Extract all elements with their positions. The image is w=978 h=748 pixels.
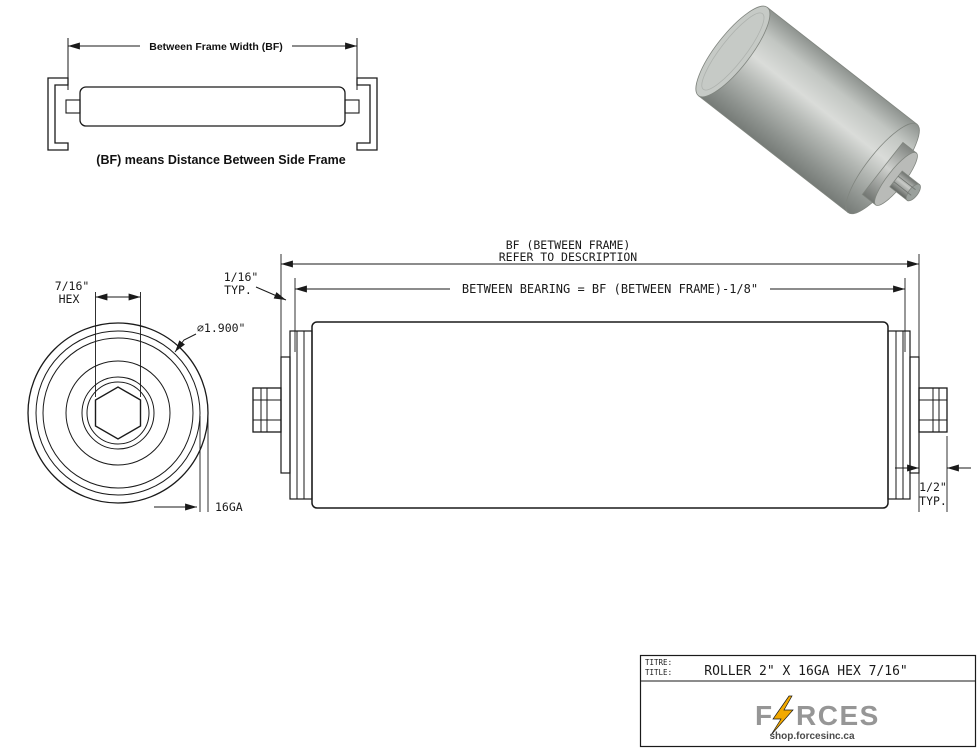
title-block-border: [639, 654, 977, 748]
bf-label-line1: BF (BETWEEN FRAME): [506, 238, 631, 252]
roller-3d-top-face: [695, 5, 771, 98]
tube-id-circle: [35, 330, 201, 496]
right-bearing-hub: [909, 356, 920, 474]
right-side-frame: [356, 77, 378, 151]
tube-od-circle: [27, 322, 209, 504]
left-swage-section: [289, 330, 313, 500]
roller-end-view: 7/16" HEX ⌀1.900" 16GA: [27, 279, 245, 514]
frame-caption: (BF) means Distance Between Side Frame: [96, 153, 345, 167]
brand-text-right: RCES: [796, 700, 880, 731]
hex-size-label: 7/16": [55, 279, 90, 293]
frame-roller-body: [79, 86, 346, 127]
roller-3d-render: [695, 5, 921, 215]
drawing-title: ROLLER 2" X 16GA HEX 7/16": [704, 664, 908, 679]
bf-label-line2: REFER TO DESCRIPTION: [499, 250, 638, 264]
typ-left-word: TYP.: [224, 283, 252, 297]
typ-right-word: TYP.: [919, 494, 947, 508]
brand-text-left: F: [755, 700, 774, 731]
frame-width-label: Between Frame Width (BF): [149, 41, 283, 53]
frame-width-diagram: Between Frame Width (BF) (BF) means Dist…: [47, 38, 378, 167]
title-block: TITRE: TITLE: ROLLER 2" X 16GA HEX 7/16"…: [639, 654, 977, 748]
typ-right-value: 1/2": [919, 480, 947, 494]
gauge-label: 16GA: [215, 500, 243, 514]
between-bearing-label: BETWEEN BEARING = BF (BETWEEN FRAME)-1/8…: [462, 282, 758, 296]
right-swage-section: [887, 330, 911, 500]
frame-roller-shaft-right: [344, 99, 360, 114]
typ-left-value: 1/16": [224, 270, 259, 284]
lightning-bolt-icon: [770, 695, 794, 736]
roller-side-view: BF (BETWEEN FRAME) REFER TO DESCRIPTION …: [224, 238, 971, 512]
roller-tube: [311, 321, 889, 509]
hex-word-label: HEX: [59, 292, 80, 306]
left-side-frame: [47, 77, 69, 151]
frame-roller-shaft-left: [65, 99, 81, 114]
forces-logo: F RCES shop.forcesinc.ca: [755, 695, 880, 742]
left-bearing-hub: [280, 356, 291, 474]
website-text: shop.forcesinc.ca: [769, 731, 854, 742]
titre-label: TITRE:: [645, 658, 672, 667]
roller-3d-shaft-tip: [905, 183, 921, 202]
hex-bore: [94, 386, 142, 440]
bearing-housing-circle: [65, 360, 171, 466]
title-label: TITLE:: [645, 668, 672, 677]
diameter-label: ⌀1.900": [197, 321, 245, 335]
